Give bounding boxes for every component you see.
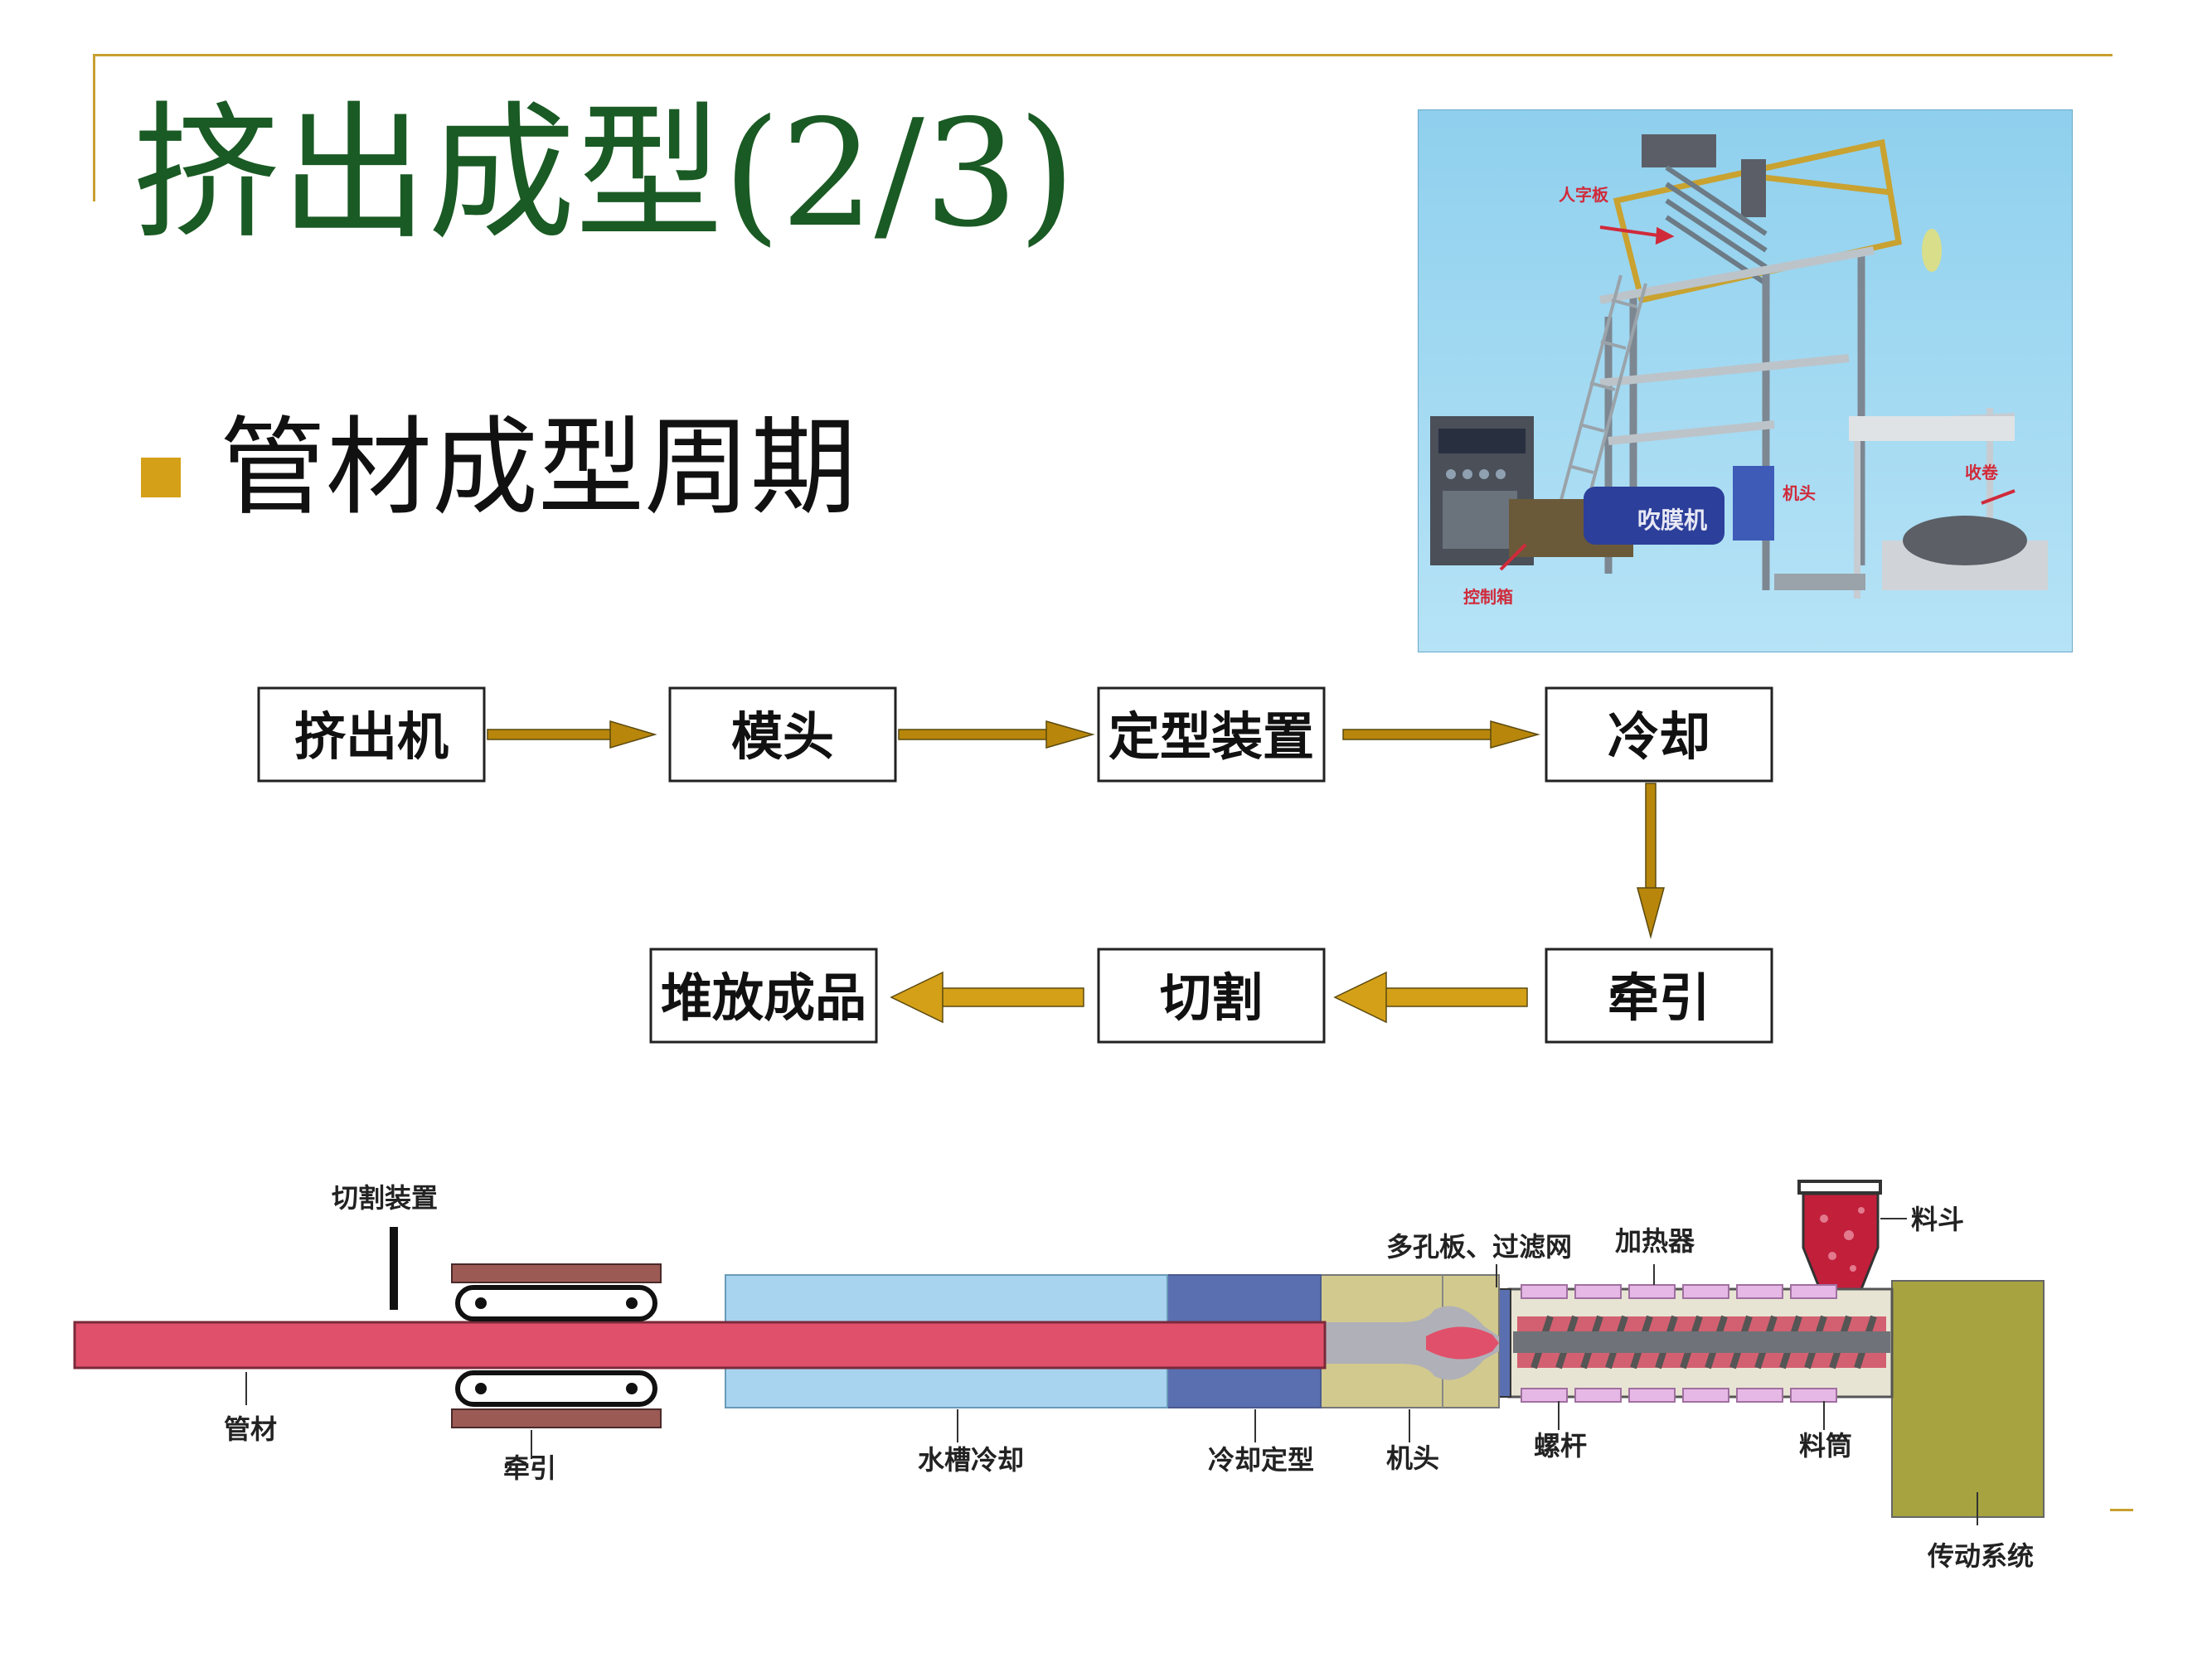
flow-step-pulling: 牵引	[1545, 948, 1773, 1044]
drive-system	[1891, 1280, 2045, 1518]
left-rule	[93, 54, 95, 201]
photo-label-2: 控制箱	[1463, 587, 1513, 607]
heater-bands	[1521, 1284, 1837, 1403]
breaker-plate	[1498, 1288, 1511, 1398]
corner-mark	[2110, 1509, 2133, 1511]
label-drive: 传动系统	[1927, 1540, 2034, 1572]
slide-title: 挤出成型(2/3)	[133, 88, 1076, 259]
slide-subtitle: 管材成型周期	[220, 406, 857, 530]
hopper	[1797, 1180, 1882, 1291]
svg-text:挤出机: 挤出机	[294, 706, 449, 767]
flow-step-stacking: 堆放成品	[649, 948, 878, 1044]
flow-arrow-6	[890, 971, 1084, 1024]
flow-step-cutting: 切割	[1097, 948, 1326, 1044]
top-rule	[93, 54, 2113, 56]
label-screw: 螺杆	[1534, 1430, 1587, 1462]
flow-arrow-4	[1637, 783, 1665, 939]
extrusion-line-schematic: 切割装置 管材 牵引 水槽冷却 冷却定型 机头 多孔板、过滤网 加热器 螺杆 料…	[73, 1180, 2045, 1572]
machine-photo: 吹膜机 人字板 控制箱 机头 收卷	[1418, 109, 2073, 652]
flow-arrow-3	[1342, 720, 1540, 749]
flow-step-extruder: 挤出机	[257, 686, 486, 783]
flow-step-die: 模头	[668, 686, 897, 783]
label-heater: 加热器	[1615, 1225, 1695, 1257]
flow-arrow-1	[487, 720, 657, 749]
bullet-square-icon	[141, 458, 181, 497]
svg-text:定型装置: 定型装置	[1108, 706, 1314, 767]
photo-label-3: 机头	[1783, 483, 1816, 503]
pipe	[73, 1321, 1327, 1370]
flow-arrow-5	[1333, 971, 1528, 1024]
puller	[451, 1263, 662, 1428]
process-flowchart: 挤出机 模头 定型装置 冷却 牵引 切割 堆放成品	[257, 686, 1773, 1044]
label-barrel: 料筒	[1799, 1430, 1852, 1462]
label-sizing: 冷却定型	[1208, 1444, 1314, 1476]
svg-text:切割: 切割	[1160, 967, 1263, 1028]
cutter-blade	[390, 1227, 398, 1310]
photo-label-1: 人字板	[1559, 185, 1609, 205]
flow-step-sizing: 定型装置	[1097, 686, 1326, 783]
screw	[1513, 1315, 1890, 1370]
photo-label-4: 收卷	[1965, 463, 1999, 482]
label-breaker-plate: 多孔板、过滤网	[1386, 1231, 1572, 1263]
svg-text:冷却: 冷却	[1608, 706, 1710, 767]
flow-arrow-2	[898, 720, 1095, 749]
label-pipe: 管材	[224, 1413, 277, 1445]
label-hopper: 料斗	[1911, 1204, 1964, 1235]
label-die: 机头	[1386, 1442, 1439, 1474]
label-cutter: 切割装置	[332, 1182, 438, 1214]
flow-step-cooling: 冷却	[1545, 686, 1773, 783]
svg-text:模头: 模头	[731, 706, 834, 767]
svg-text:堆放成品: 堆放成品	[661, 967, 866, 1028]
label-puller: 牵引	[503, 1452, 556, 1484]
label-water-cooling: 水槽冷却	[918, 1444, 1024, 1476]
svg-text:牵引: 牵引	[1608, 967, 1710, 1028]
svg-text:吹膜机: 吹膜机	[1637, 507, 1707, 534]
